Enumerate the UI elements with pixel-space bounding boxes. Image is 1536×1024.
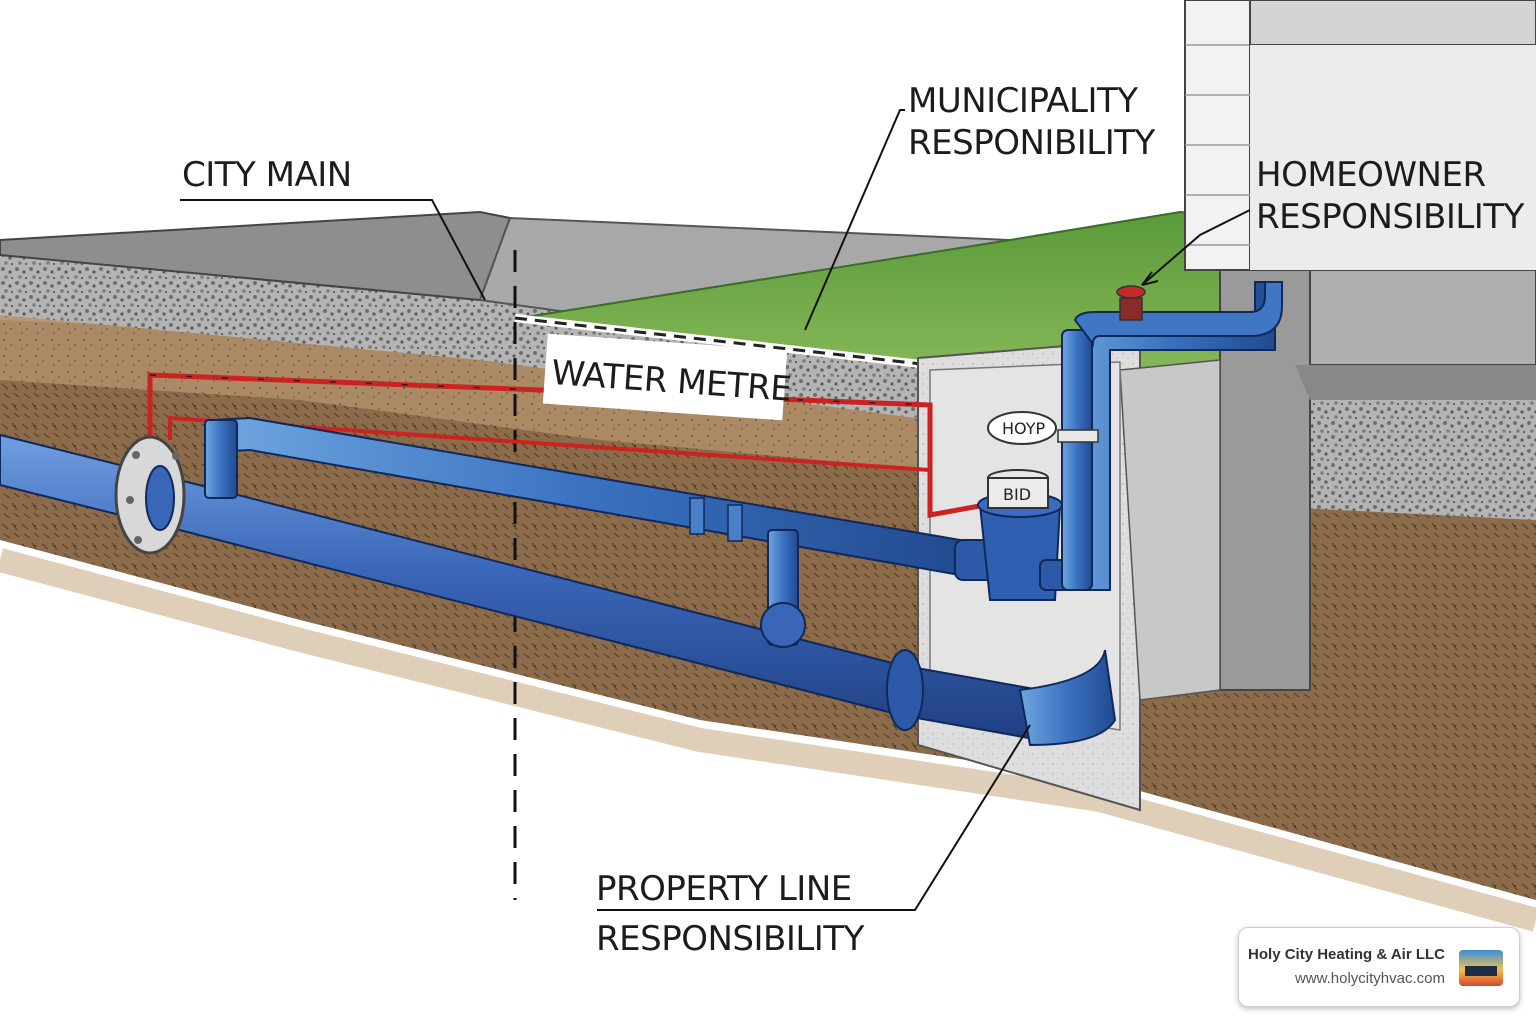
property-line-label: PROPERTY LINE RESPONSIBILITY — [596, 869, 864, 959]
property-line-leader — [597, 724, 1031, 911]
hoyp-tag-bubble — [987, 411, 1057, 445]
city-main-leader — [180, 199, 486, 301]
homeowner-label: HOMEOWNER RESPONSIBILITY — [1256, 155, 1524, 237]
homeowner-leader — [1141, 209, 1251, 286]
company-name: Holy City Heating & Air LLC — [1248, 946, 1445, 963]
credit-card[interactable]: Holy City Heating & Air LLC www.holycity… — [1238, 927, 1520, 1007]
municipality-label: MUNICIPALITY RESPONIBILITY — [908, 81, 1155, 163]
bid-tag: BID — [1003, 485, 1031, 504]
service-riser — [204, 419, 238, 499]
city-main-label: CITY MAIN — [182, 155, 352, 195]
shutoff-valve — [1119, 297, 1143, 321]
tracer-wire — [147, 372, 986, 518]
water-metre-plate — [542, 333, 788, 421]
company-logo-icon — [1459, 950, 1503, 986]
municipality-leader — [804, 109, 905, 331]
house-siding — [1184, 0, 1251, 271]
company-url[interactable]: www.holycityhvac.com — [1294, 970, 1445, 987]
hoyp-tag: HOYP — [1002, 419, 1046, 438]
main-elbow — [1018, 649, 1117, 747]
